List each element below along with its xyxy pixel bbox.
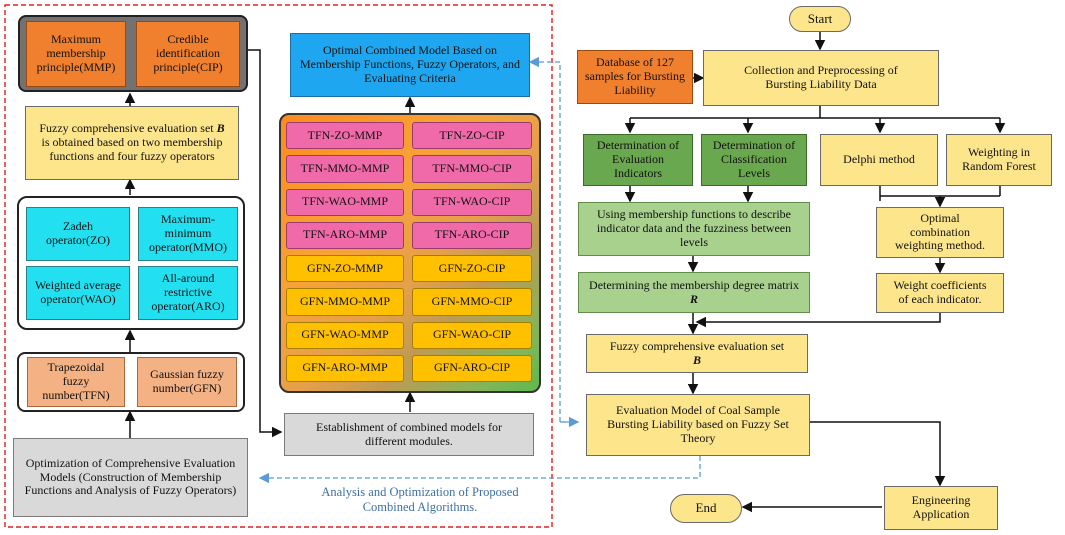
operators-group bbox=[17, 196, 245, 330]
eval-set-b-symbol: B bbox=[692, 352, 701, 367]
model-mmp-cell: GFN-MMO-MMP bbox=[286, 288, 404, 316]
fuzzy-set-text: Fuzzy comprehensive evaluation set B is … bbox=[39, 121, 225, 163]
eval-indicators-box: Determination of Evaluation Indicators bbox=[583, 134, 693, 186]
model-grid: TFN-ZO-MMP TFN-ZO-CIP TFN-MMO-MMP TFN-MMO-C… bbox=[284, 121, 536, 387]
model-cip-cell: TFN-ARO-CIP bbox=[412, 221, 532, 249]
tfn-box: Trapezoidal fuzzy number(TFN) bbox=[27, 357, 125, 407]
engineering-box: Engineering Application bbox=[884, 486, 998, 530]
model-mmp-cell: GFN-ARO-MMP bbox=[286, 354, 404, 382]
membership-matrix-box: Determining the membership degree matrix… bbox=[578, 272, 810, 313]
membership-matrix-text: Determining the membership degree matrix… bbox=[589, 277, 799, 306]
model-cip-cell: TFN-MMO-CIP bbox=[412, 155, 532, 183]
class-levels-box: Determination of Classification Levels bbox=[701, 134, 807, 186]
model-mmp-cell: TFN-WAO-MMP bbox=[286, 188, 404, 216]
gfn-box: Gaussian fuzzy number(GFN) bbox=[137, 357, 237, 407]
optimal-model-box: Optimal Combined Model Based on Membersh… bbox=[290, 33, 530, 97]
fuzzy-eval-set-box: Fuzzy comprehensive evaluation set B bbox=[586, 334, 808, 373]
model-mmp-cell: GFN-WAO-MMP bbox=[286, 321, 404, 349]
membership-desc-box: Using membership functions to describe i… bbox=[578, 202, 810, 256]
start-terminal: Start bbox=[789, 6, 851, 32]
evaluation-model-box: Evaluation Model of Coal Sample Bursting… bbox=[586, 394, 810, 456]
wao-box: Weighted average operator(WAO) bbox=[26, 266, 130, 320]
database-box: Database of 127 samples for Bursting Lia… bbox=[577, 50, 693, 104]
left-module-boundary bbox=[4, 4, 553, 528]
random-forest-box: Weighting in Random Forest bbox=[946, 134, 1052, 186]
fuzzy-set-box: Fuzzy comprehensive evaluation set B is … bbox=[25, 106, 239, 180]
optimization-box: Optimization of Comprehensive Evaluation… bbox=[13, 438, 248, 517]
establishment-box: Establishment of combined models for dif… bbox=[284, 413, 534, 456]
model-cip-cell: GFN-ARO-CIP bbox=[412, 354, 532, 382]
weight-coeff-box: Weight coefficients of each indicator. bbox=[876, 273, 1004, 313]
set-b-symbol: B bbox=[216, 121, 225, 136]
model-mmp-cell: TFN-MMO-MMP bbox=[286, 155, 404, 183]
cip-box: Credible identification principle(CIP) bbox=[136, 21, 240, 87]
end-terminal: End bbox=[670, 494, 742, 523]
optimal-weighting-box: Optimal combination weighting method. bbox=[876, 207, 1004, 258]
mmp-box: Maximum membership principle(MMP) bbox=[26, 21, 126, 87]
model-cip-cell: TFN-ZO-CIP bbox=[412, 122, 532, 150]
zo-box: Zadeh operator(ZO) bbox=[26, 207, 130, 261]
model-mmp-cell: TFN-ZO-MMP bbox=[286, 122, 404, 150]
model-cip-cell: GFN-ZO-CIP bbox=[412, 255, 532, 283]
delphi-box: Delphi method bbox=[820, 134, 938, 186]
mmo-box: Maximum-minimum operator(MMO) bbox=[138, 207, 238, 261]
model-mmp-cell: TFN-ARO-MMP bbox=[286, 221, 404, 249]
analysis-caption: Analysis and Optimization of Proposed Co… bbox=[321, 485, 519, 514]
model-mmp-cell: GFN-ZO-MMP bbox=[286, 255, 404, 283]
aro-box: All-around restrictive operator(ARO) bbox=[138, 266, 238, 320]
model-cip-cell: TFN-WAO-CIP bbox=[412, 188, 532, 216]
model-cip-cell: GFN-MMO-CIP bbox=[412, 288, 532, 316]
fuzzy-numbers-group bbox=[17, 352, 245, 412]
model-cip-cell: GFN-WAO-CIP bbox=[412, 321, 532, 349]
matrix-r-symbol: R bbox=[689, 291, 698, 306]
fuzzy-eval-set-label: Fuzzy comprehensive evaluation set bbox=[609, 338, 785, 353]
collection-box: Collection and Preprocessing of Bursting… bbox=[703, 50, 939, 106]
